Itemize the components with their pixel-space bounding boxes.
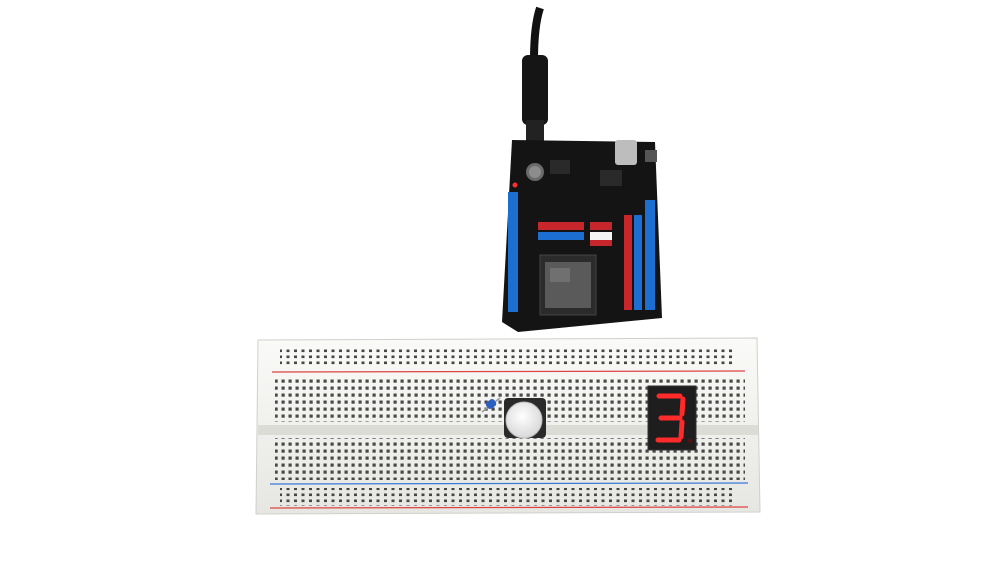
left-header: [508, 192, 518, 312]
resistor-button: [481, 397, 501, 413]
reset-button: [645, 150, 657, 162]
push-button-cap: [505, 401, 543, 439]
decimal-point: [688, 439, 692, 443]
push-button: [504, 398, 546, 439]
bottom-rail-red-line: [269, 506, 749, 509]
lit-segments: [655, 393, 686, 443]
seven-segment-display: [647, 385, 697, 451]
dc-cable: [530, 6, 544, 61]
top-rail-red-line: [271, 370, 746, 373]
dc-barrel-plug: [522, 55, 548, 125]
usb-chip: [600, 170, 622, 186]
bottom-rail-blue-line: [269, 482, 749, 485]
microcontroller-board: [502, 6, 662, 332]
power-led: [512, 182, 518, 188]
regulator-chip: [550, 160, 570, 174]
center-headers: [538, 222, 612, 246]
top-rail-holes: [280, 347, 735, 367]
right-headers: [624, 200, 655, 310]
bottom-rail-holes: [280, 488, 735, 506]
usb-port: [615, 140, 637, 165]
